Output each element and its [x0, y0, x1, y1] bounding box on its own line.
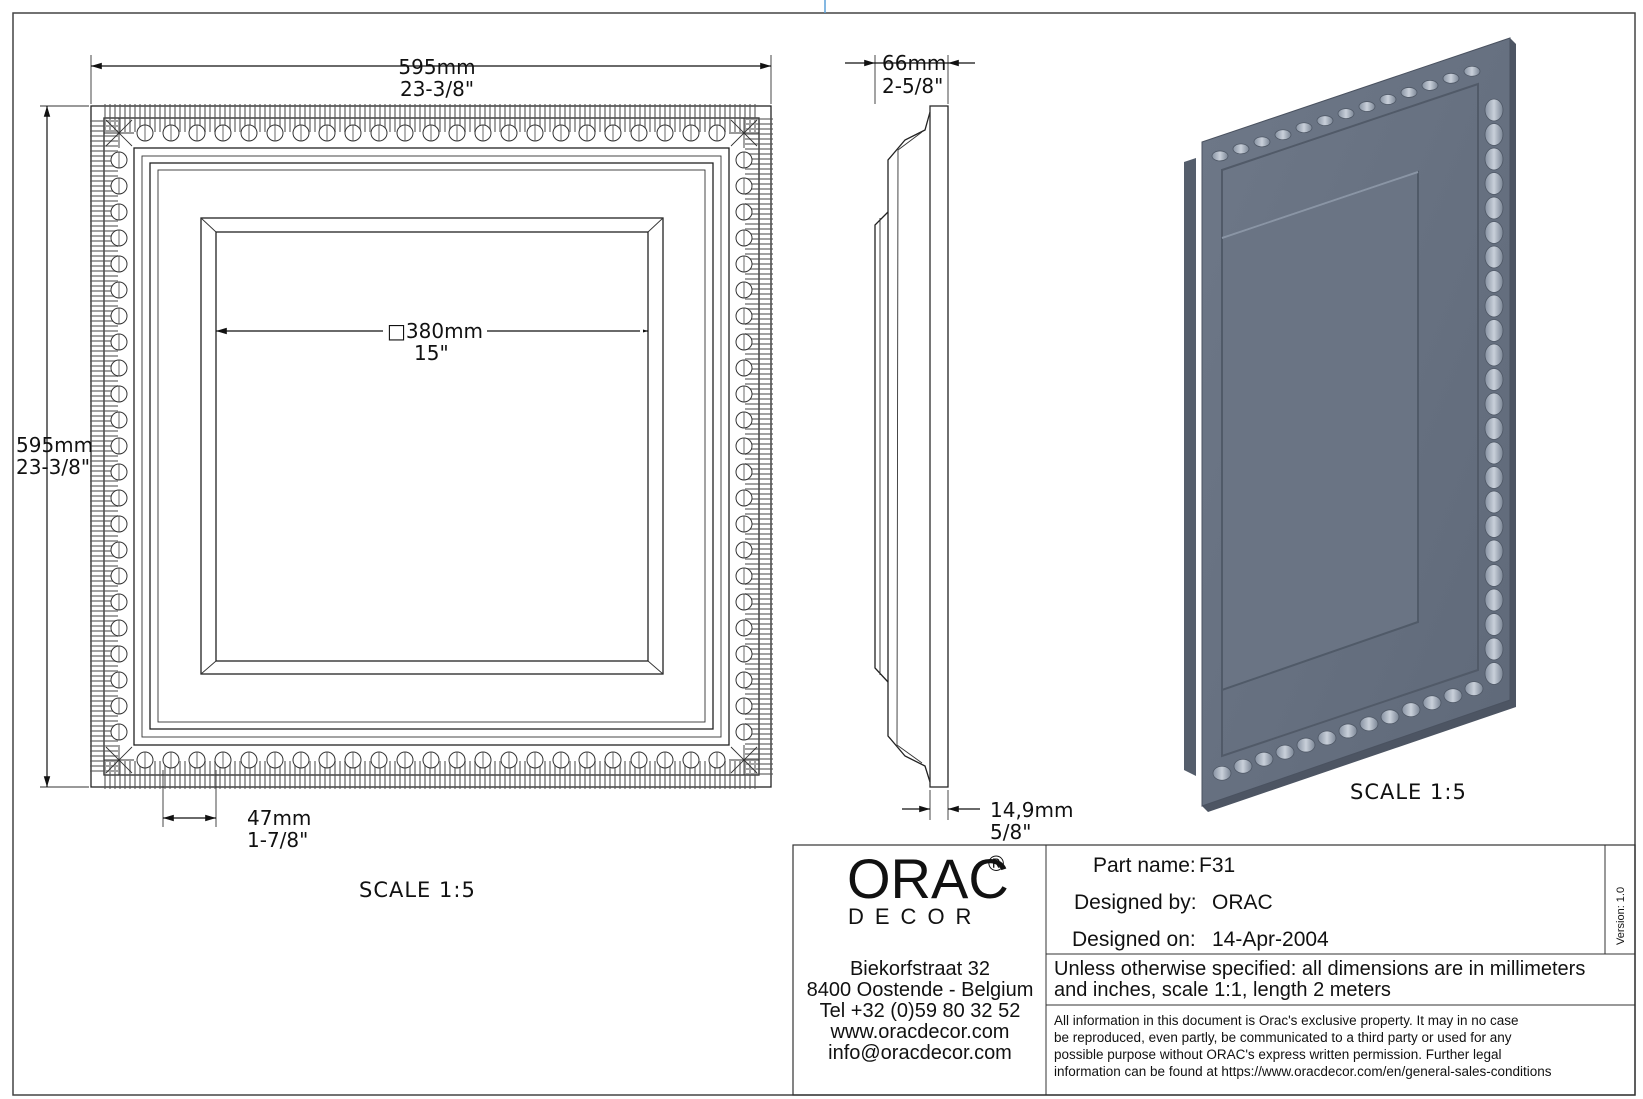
- depth-mm-label: 66mm: [882, 51, 946, 75]
- iso-bead: [1421, 79, 1439, 91]
- edge-mm-label: 14,9mm: [990, 798, 1074, 822]
- iso-bead: [1484, 637, 1504, 661]
- iso-bead: [1337, 108, 1355, 120]
- iso-bead: [1274, 129, 1292, 141]
- website-link[interactable]: www.oracdecor.com: [830, 1021, 1010, 1043]
- iso-bead: [1484, 343, 1504, 367]
- version-label: Version: 1.0: [1615, 887, 1627, 945]
- iso-bead: [1359, 716, 1379, 732]
- iso-bead: [1484, 613, 1504, 636]
- front-view: [90, 104, 773, 789]
- legal-line: All information in this document is Orac…: [1054, 1013, 1519, 1028]
- iso-bead: [1401, 702, 1421, 718]
- logo-registered: ®: [988, 851, 1004, 876]
- iso-bead: [1484, 319, 1504, 342]
- isometric-view: SCALE 1:5: [1184, 37, 1516, 812]
- iso-bead: [1484, 539, 1504, 563]
- designed-on-label: Designed on:: [1072, 928, 1196, 951]
- edge-in-label: 5/8": [990, 820, 1031, 844]
- legal-line: information can be found at https://www.…: [1054, 1064, 1552, 1079]
- iso-bead: [1358, 101, 1376, 112]
- front-scale-label: SCALE 1:5: [359, 878, 476, 902]
- spec-line: Unless otherwise specified: all dimensio…: [1054, 958, 1585, 980]
- iso-bead: [1211, 150, 1229, 162]
- iso-bead: [1379, 94, 1397, 105]
- address-line: Biekorfstraat 32: [850, 958, 990, 980]
- iso-bead: [1484, 147, 1504, 171]
- border-mm-label: 47mm: [247, 806, 311, 830]
- iso-bead: [1254, 751, 1274, 767]
- iso-bead: [1484, 490, 1504, 514]
- iso-bead: [1380, 709, 1400, 725]
- width-in-label: 23-3/8": [400, 77, 474, 101]
- legal-line: be reproduced, even partly, be communica…: [1054, 1030, 1512, 1045]
- side-dimensions: 66mm 2-5/8" 14,9mm 5/8": [845, 51, 1074, 844]
- height-in-label: 23-3/8": [16, 455, 90, 479]
- spec-line: and inches, scale 1:1, length 2 meters: [1054, 979, 1391, 1001]
- iso-bead: [1443, 688, 1463, 704]
- depth-in-label: 2-5/8": [882, 74, 943, 98]
- email-link[interactable]: info@oracdecor.com: [828, 1042, 1012, 1064]
- designed-by-label: Designed by:: [1074, 891, 1197, 914]
- iso-scale-label: SCALE 1:5: [1350, 780, 1467, 804]
- iso-bead: [1463, 65, 1481, 77]
- iso-bead-ornament: [1211, 65, 1504, 781]
- iso-bead: [1212, 765, 1232, 781]
- iso-bead: [1484, 221, 1504, 244]
- phone-line: Tel +32 (0)59 80 32 52: [820, 1000, 1021, 1022]
- width-mm-label: 595mm: [398, 55, 475, 79]
- iso-bead: [1233, 758, 1253, 774]
- iso-bead: [1484, 98, 1504, 122]
- iso-bead: [1316, 115, 1334, 127]
- iso-bead: [1484, 172, 1504, 195]
- inner-mm-label: □380mm: [387, 319, 483, 343]
- address-line: 8400 Oostende - Belgium: [807, 979, 1034, 1001]
- iso-bead: [1484, 294, 1504, 318]
- designed-on-value: 14-Apr-2004: [1212, 928, 1329, 951]
- logo-main: ORAC: [847, 847, 1009, 910]
- part-name-value: F31: [1199, 854, 1235, 877]
- iso-bead: [1484, 564, 1504, 587]
- iso-bead: [1484, 196, 1504, 220]
- iso-bead: [1484, 417, 1504, 440]
- legal-line: possible purpose without ORAC's express …: [1054, 1047, 1502, 1062]
- inner-in-label: 15": [414, 341, 449, 365]
- iso-bead: [1253, 136, 1271, 148]
- iso-bead: [1338, 723, 1358, 739]
- logo-sub: DECOR: [848, 904, 982, 929]
- front-dimensions: 595mm 23-3/8" 595mm 23-3/8" □380mm 15" 4…: [16, 55, 772, 902]
- iso-bead: [1317, 730, 1337, 746]
- iso-bead: [1400, 87, 1418, 98]
- border-in-label: 1-7/8": [247, 828, 308, 852]
- iso-bead: [1295, 122, 1313, 134]
- iso-bead: [1484, 123, 1504, 146]
- bead-ornament: [110, 124, 753, 769]
- iso-bead: [1296, 737, 1316, 753]
- iso-bead: [1484, 392, 1504, 416]
- iso-bead: [1484, 368, 1504, 391]
- iso-bead: [1484, 245, 1504, 269]
- iso-bead: [1484, 441, 1504, 465]
- iso-bead: [1484, 588, 1504, 612]
- iso-bead: [1422, 695, 1442, 711]
- iso-bead: [1484, 662, 1504, 685]
- iso-bead: [1484, 515, 1504, 538]
- title-block: ORAC ® DECOR Biekorfstraat 32 8400 Ooste…: [792, 844, 1636, 1096]
- side-view: [874, 105, 949, 788]
- iso-bead: [1484, 270, 1504, 293]
- iso-bead: [1275, 744, 1295, 760]
- ornament-band: [90, 104, 773, 789]
- iso-bead: [1232, 143, 1250, 155]
- designed-by-value: ORAC: [1212, 891, 1273, 914]
- iso-bead: [1484, 466, 1504, 489]
- iso-bead: [1464, 681, 1484, 697]
- part-name-label: Part name:: [1093, 854, 1196, 877]
- iso-bead: [1442, 72, 1460, 84]
- height-mm-label: 595mm: [16, 433, 93, 457]
